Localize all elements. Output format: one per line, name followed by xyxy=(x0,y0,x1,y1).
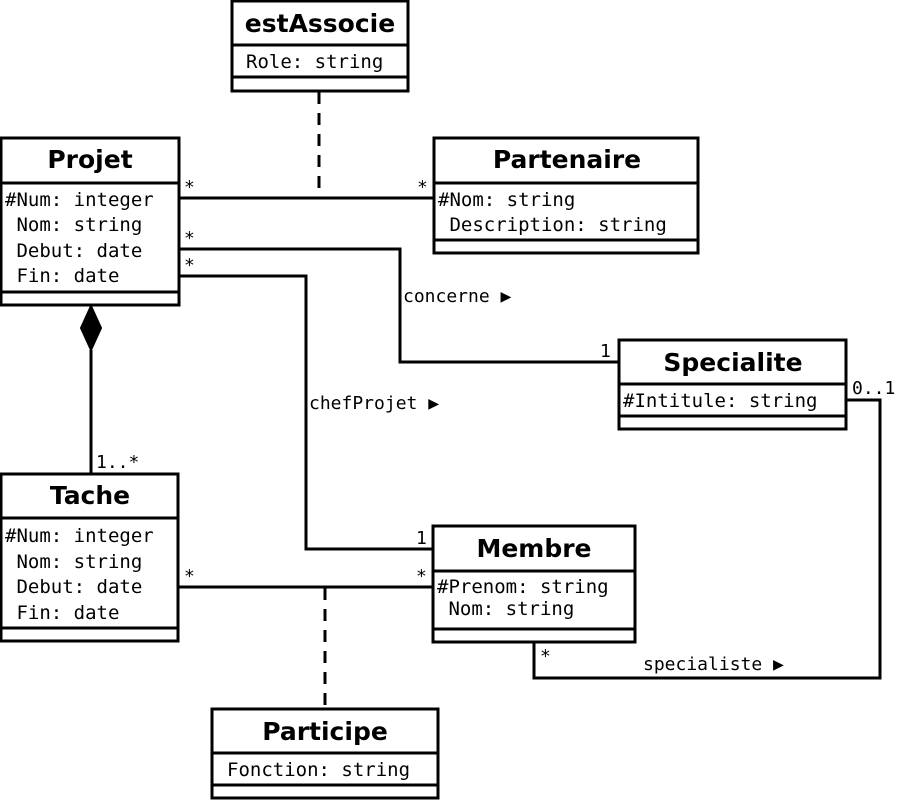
class-name: Projet xyxy=(47,145,132,174)
class-partenaire[interactable]: Partenaire #Nom: string Description: str… xyxy=(432,136,700,255)
association-label: specialiste ▶ xyxy=(643,654,784,675)
association-label: chefProjet ▶ xyxy=(309,393,439,414)
class-attribute: Fin: date xyxy=(5,602,119,624)
multiplicity-label: * xyxy=(184,566,195,587)
class-attribute: Debut: date xyxy=(5,576,142,598)
multiplicity-label: * xyxy=(184,177,195,198)
multiplicity-label: * xyxy=(540,646,551,667)
composition-diamond-icon xyxy=(79,303,103,353)
class-attribute: #Intitule: string xyxy=(623,390,817,412)
multiplicity-label: * xyxy=(184,255,195,276)
class-name: estAssocie xyxy=(245,9,395,38)
class-attribute: #Prenom: string xyxy=(437,576,609,598)
chefProjet-line xyxy=(180,274,433,551)
class-attribute: Debut: date xyxy=(5,240,142,262)
multiplicity-label: 1 xyxy=(416,528,427,549)
class-name: Participe xyxy=(262,717,388,746)
class-estAssocie[interactable]: estAssocie Role: string xyxy=(230,0,410,93)
class-attribute: Fonction: string xyxy=(227,759,410,781)
concerne-line xyxy=(180,247,619,364)
class-attribute: Description: string xyxy=(438,214,667,236)
class-attribute: Role: string xyxy=(246,51,383,73)
class-attribute: Nom: string xyxy=(437,598,574,620)
class-attribute: #Num: integer xyxy=(5,189,154,211)
class-membre[interactable]: Membre #Prenom: string Nom: string xyxy=(431,524,637,644)
multiplicity-label: 1 xyxy=(600,341,611,362)
class-attribute: Fin: date xyxy=(5,265,119,287)
class-tache[interactable]: Tache #Num: integer Nom: string Debut: d… xyxy=(0,472,180,643)
multiplicity-label: * xyxy=(184,228,195,249)
multiplicity-label: * xyxy=(416,566,427,587)
class-name: Tache xyxy=(50,481,130,510)
class-specialite[interactable]: Specialite #Intitule: string xyxy=(617,338,848,431)
multiplicity-label: * xyxy=(417,177,428,198)
class-participe[interactable]: Participe Fonction: string xyxy=(210,707,440,800)
class-name: Membre xyxy=(476,534,591,563)
class-attribute: #Num: integer xyxy=(5,525,154,547)
class-projet[interactable]: Projet #Num: integer Nom: string Debut: … xyxy=(0,136,181,307)
class-name: Partenaire xyxy=(493,145,641,174)
class-attribute: Nom: string xyxy=(5,214,142,236)
specialiste-line xyxy=(532,398,882,680)
association-label: concerne ▶ xyxy=(403,286,512,307)
class-attribute: #Nom: string xyxy=(438,189,575,211)
multiplicity-label: 0..1 xyxy=(852,378,895,399)
class-name: Specialite xyxy=(663,348,802,377)
class-attribute: Nom: string xyxy=(5,551,142,573)
multiplicity-label: 1..* xyxy=(96,452,139,473)
